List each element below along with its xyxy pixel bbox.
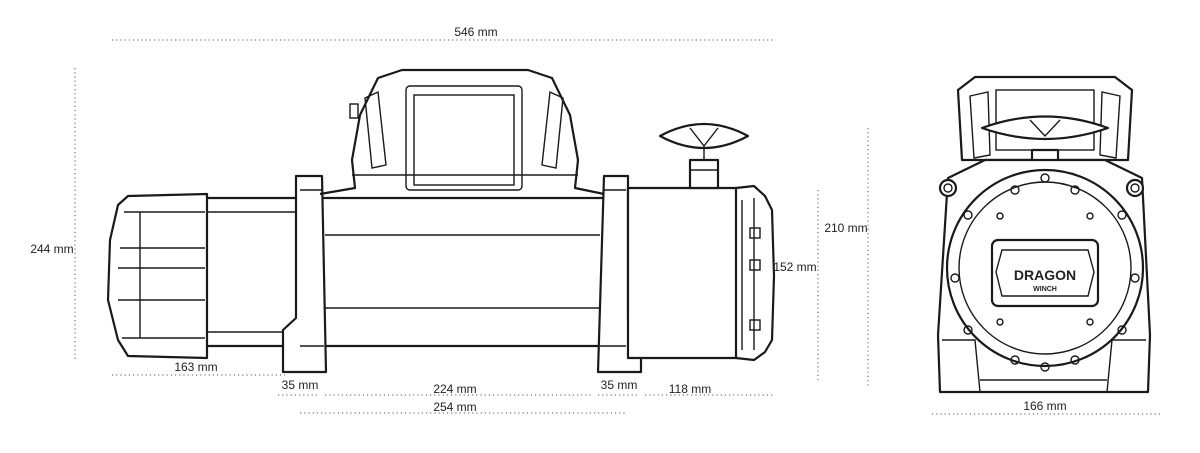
dim-gearbox-length: 163 mm bbox=[174, 360, 217, 374]
dim-foot-right: 35 mm bbox=[601, 378, 638, 392]
dim-height-fairlead: 210 mm bbox=[824, 221, 867, 235]
dim-overall-height: 244 mm bbox=[30, 242, 73, 256]
dim-mount-spacing: 254 mm bbox=[433, 400, 476, 414]
dim-motor-diameter: 152 mm bbox=[773, 260, 816, 274]
front-face-ring bbox=[945, 168, 1145, 368]
winch-side-view bbox=[106, 68, 776, 374]
dimension-lines bbox=[74, 39, 1160, 415]
dim-overall-width: 166 mm bbox=[1023, 399, 1066, 413]
winch-drum bbox=[203, 196, 607, 348]
front-clutch-knob bbox=[980, 115, 1110, 141]
gearbox-end-cap bbox=[106, 192, 209, 360]
left-foot-bracket bbox=[281, 174, 328, 374]
logo-brand: DRAGON bbox=[1014, 267, 1076, 283]
dim-foot-left: 35 mm bbox=[282, 378, 319, 392]
clutch-knob bbox=[658, 122, 750, 190]
dim-drum-length: 224 mm bbox=[433, 382, 476, 396]
dim-overall-length: 546 mm bbox=[454, 25, 497, 39]
logo-sub: WINCH bbox=[1033, 286, 1057, 293]
face-bolts bbox=[950, 173, 1140, 372]
motor-end-cap bbox=[734, 184, 776, 362]
logo-plate bbox=[990, 238, 1100, 308]
winch-front-view: DRAGON WINCH bbox=[936, 75, 1152, 394]
dimension-labels: 546 mm 244 mm 210 mm 152 mm 163 mm 35 mm… bbox=[30, 25, 1066, 414]
control-box-housing bbox=[319, 68, 605, 196]
dim-motor-length: 118 mm bbox=[669, 382, 711, 396]
